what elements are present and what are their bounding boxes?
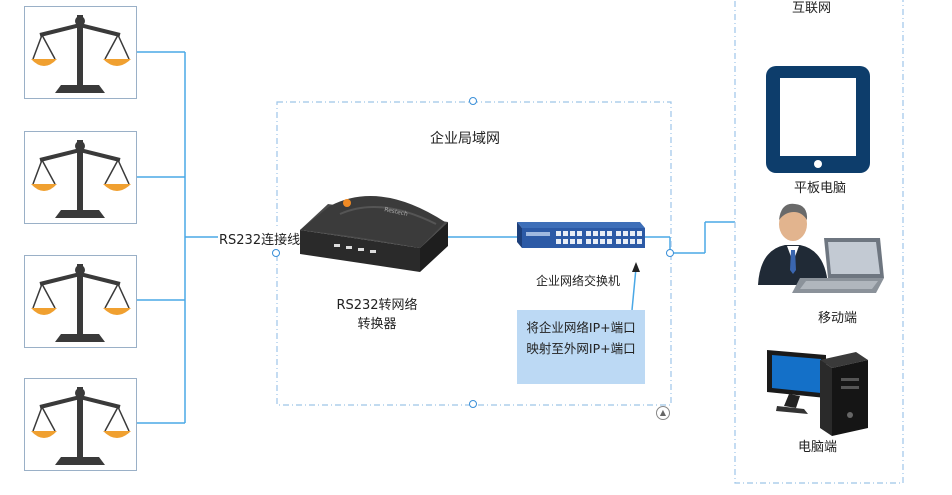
internet-container	[734, 0, 904, 484]
note-arrowhead	[632, 262, 640, 272]
scale-box-2	[24, 131, 137, 224]
converter-label-line2: 转换器	[357, 317, 397, 332]
balance-scale-icon	[31, 140, 131, 218]
scale-bus-lines	[136, 51, 735, 424]
lan-label: 企业局域网	[430, 131, 500, 147]
balance-scale-icon	[31, 264, 131, 342]
lan-left-handle[interactable]	[272, 249, 280, 257]
balance-scale-icon	[31, 15, 131, 93]
note-line2: 映射至外网IP+端口	[526, 341, 636, 356]
mobile-user-device	[758, 203, 884, 293]
collapse-icon[interactable]: ▲	[656, 406, 670, 420]
desktop-pc-device	[767, 350, 868, 436]
switch-label: 企业网络交换机	[536, 274, 621, 288]
tablet-label: 平板电脑	[794, 181, 847, 196]
tablet-device	[766, 66, 870, 173]
internet-label: 互联网	[792, 1, 832, 16]
scale-box-4	[24, 378, 137, 471]
pc-label: 电脑端	[798, 440, 838, 455]
scale-box-3	[24, 255, 137, 348]
svg-text:Restech: Restech	[384, 206, 409, 218]
mobile-label: 移动端	[818, 311, 858, 326]
converter-label-line1: RS232转网络	[336, 298, 418, 313]
lan-bottom-handle[interactable]	[469, 400, 477, 408]
balance-scale-icon	[31, 387, 131, 465]
lan-top-handle[interactable]	[469, 97, 477, 105]
port-mapping-note: 将企业网络IP+端口 映射至外网IP+端口	[517, 310, 645, 384]
note-line1: 将企业网络IP+端口	[526, 320, 636, 335]
lan-right-handle[interactable]	[666, 249, 674, 257]
scale-box-1	[24, 6, 137, 99]
network-switch-device	[517, 222, 645, 248]
cable-label: RS232连接线	[219, 229, 301, 248]
rs232-converter-device: Restech	[300, 196, 448, 272]
